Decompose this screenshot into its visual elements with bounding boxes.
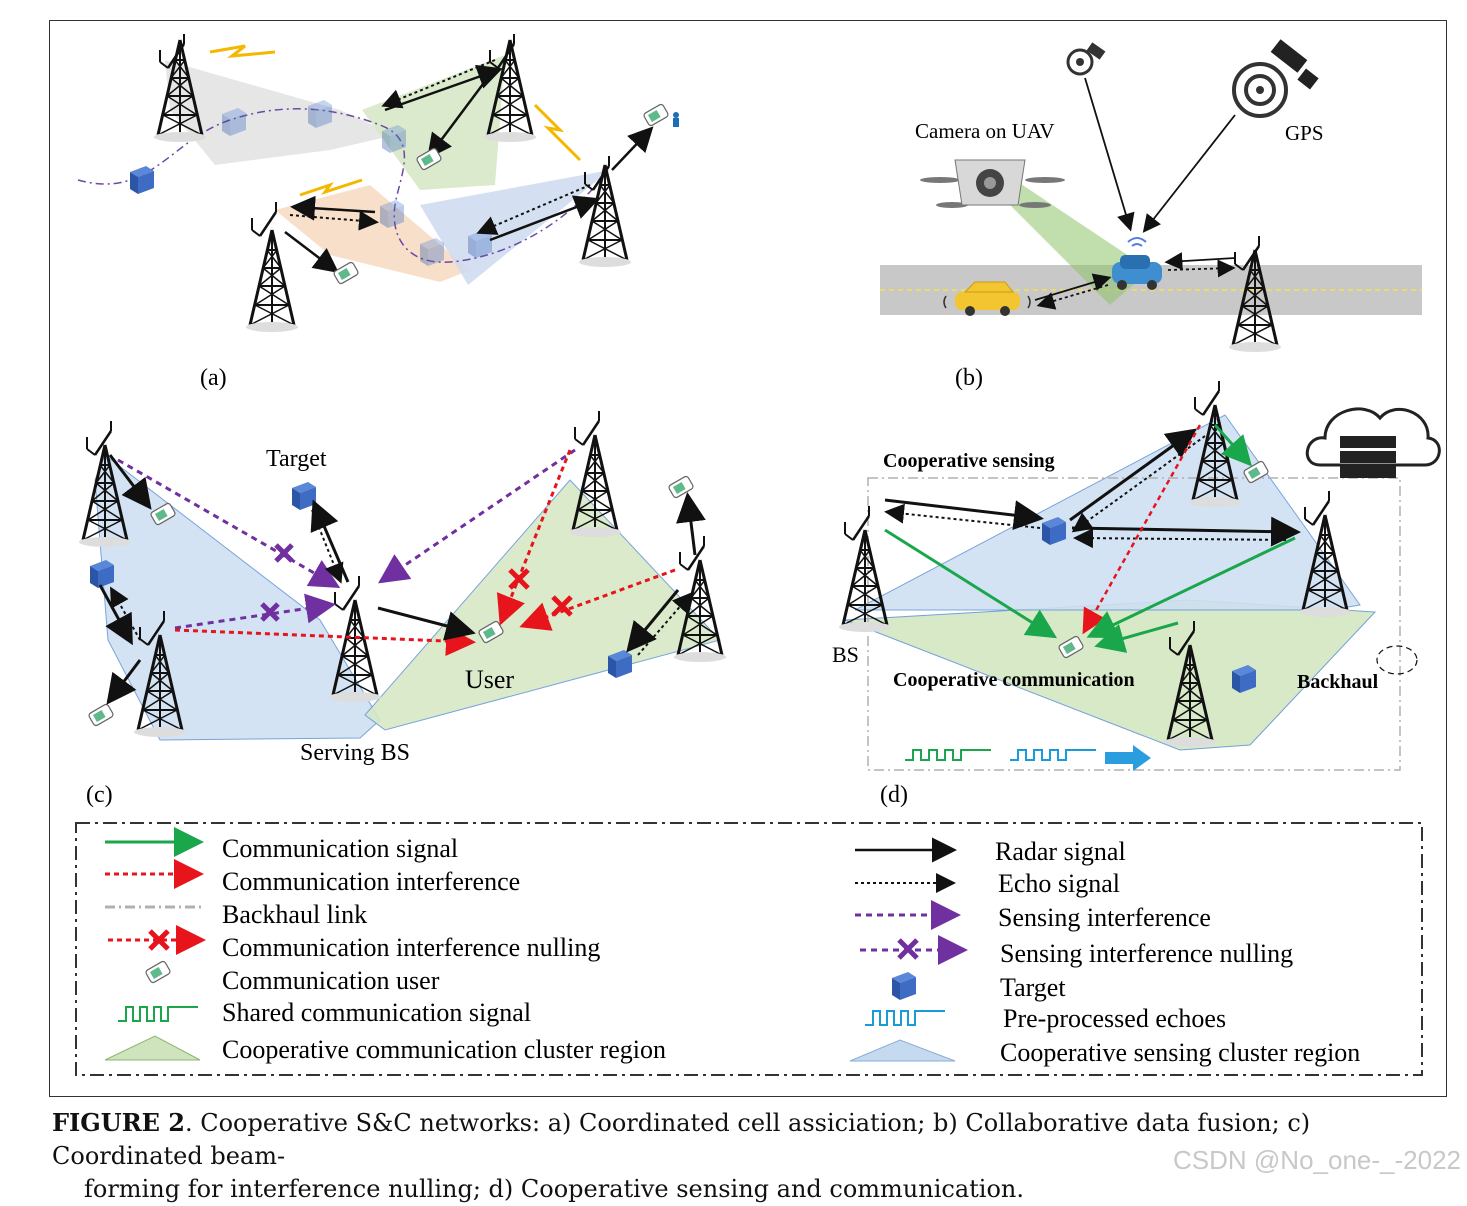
blue-pulse-icon	[1010, 749, 1096, 761]
legend-left-1: Communication interference	[222, 867, 520, 896]
legend-left-0: Communication signal	[222, 834, 458, 863]
cell-region-gray	[165, 60, 395, 165]
phone-icon	[642, 102, 670, 128]
panel-d: Cooperative sensing Cooperative communic…	[832, 379, 1441, 808]
watermark: CSDN @No_one-_-2022	[1173, 1145, 1461, 1175]
green-pulse-icon	[905, 749, 991, 761]
serving-bs-label: Serving BS	[300, 740, 410, 766]
target-cube	[292, 482, 316, 510]
lightning-icon	[533, 103, 582, 162]
legend-box	[75, 822, 1423, 1076]
panel-c: Target User Serving BS (c)	[77, 409, 728, 808]
panel-c-label: (c)	[86, 782, 113, 808]
red-x-arrow-icon	[108, 925, 206, 955]
legend-right-0: Radar signal	[995, 837, 1126, 866]
legend-left-6: Cooperative communication cluster region	[222, 1035, 666, 1064]
legend-left-3: Communication interference nulling	[222, 933, 600, 962]
coop-sensing-label: Cooperative sensing	[883, 450, 1055, 472]
panel-a-label: (a)	[200, 365, 227, 391]
lightning-icon	[209, 44, 276, 58]
legend-left-5: Shared communication signal	[222, 998, 531, 1027]
legend-left-4: Communication user	[222, 966, 440, 995]
target-cube	[130, 166, 154, 194]
sensing-cluster-region	[854, 414, 1361, 611]
phone-icon	[667, 474, 695, 500]
coop-comm-label: Cooperative communication	[893, 669, 1135, 691]
phone-icon	[87, 702, 115, 728]
figure-canvas: (a) Camera on UAV GPS	[75, 32, 1441, 1076]
legend-right-2: Sensing interference	[998, 903, 1211, 932]
uav-icon	[920, 159, 1065, 208]
green-triangle-icon	[104, 1035, 201, 1061]
cloud-server-icon	[1305, 407, 1441, 478]
blue-pulse-icon	[865, 1010, 945, 1026]
caption-label: FIGURE 2	[52, 1108, 185, 1137]
gps-satellite-icon	[1232, 39, 1319, 118]
blue-triangle-icon	[849, 1039, 956, 1062]
phone-icon	[332, 260, 360, 286]
bs-tower	[244, 228, 300, 334]
legend-left-2: Backhaul link	[222, 900, 367, 929]
gps-label: GPS	[1285, 121, 1324, 145]
uav-label: Camera on UAV	[915, 119, 1055, 143]
cell-region-green	[362, 55, 505, 190]
panel-b-label: (b)	[955, 365, 983, 391]
purple-x-arrow-icon	[860, 935, 968, 965]
panel-b: Camera on UAV GPS	[880, 39, 1422, 391]
cell-region-blue	[420, 170, 610, 285]
caption-line-2: forming for interference nulling; d) Coo…	[84, 1175, 1024, 1203]
backhaul-arrow-icon	[1105, 745, 1151, 771]
user-label: User	[465, 665, 514, 694]
connected-car-icon	[1112, 237, 1162, 290]
blue-cube-icon	[892, 972, 916, 1000]
phone-icon	[144, 959, 172, 985]
legend-right-4: Target	[1000, 973, 1066, 1002]
lightning-icon	[299, 178, 363, 197]
legend-right-5: Pre-processed echoes	[1003, 1004, 1226, 1033]
panel-a: (a)	[77, 32, 679, 391]
green-pulse-icon	[118, 1006, 198, 1022]
bs-tower	[837, 528, 893, 634]
legend: Communication signal Communication inter…	[75, 822, 1423, 1076]
legend-right-3: Sensing interference nulling	[1000, 939, 1293, 968]
bs-label: BS	[832, 642, 859, 667]
satellite-icon	[1066, 42, 1106, 76]
legend-right-6: Cooperative sensing cluster region	[1000, 1038, 1360, 1067]
figure-frame	[49, 20, 1447, 1097]
backhaul-label: Backhaul	[1297, 671, 1379, 693]
legend-right-1: Echo signal	[998, 869, 1120, 898]
panel-d-label: (d)	[880, 782, 908, 808]
car-icon	[943, 281, 1031, 316]
caption-line-1: . Cooperative S&C networks: a) Coordinat…	[52, 1109, 1311, 1170]
target-label: Target	[266, 446, 327, 472]
